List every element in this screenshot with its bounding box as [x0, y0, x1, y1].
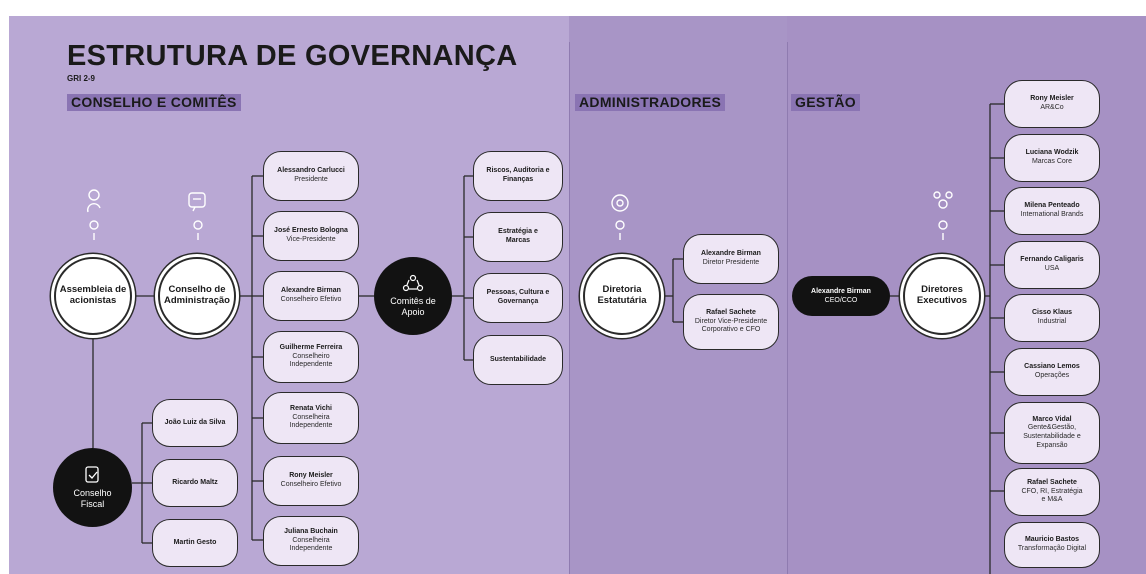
member-name: Rafael Sachete — [706, 308, 756, 316]
committee-name: Pessoas, Cultura e Governança — [486, 289, 550, 305]
member-name: Ricardo Maltz — [172, 478, 218, 486]
statutory-node: Alexandre Birman Diretor Presidente — [683, 234, 779, 284]
group-icon — [933, 191, 953, 240]
member-role: Conselheiro Efetivo — [280, 296, 342, 303]
member-role: Conselheiro Independente — [289, 352, 333, 369]
member-role: Conselheiro Efetivo — [280, 481, 342, 488]
ceo-name: Alexandre Birman — [811, 287, 871, 295]
member-role: Gente&Gestão, Sustentabilidade e Expansã… — [1023, 424, 1081, 449]
member-name: Rafael Sachete — [1027, 478, 1077, 486]
executive-node: Rony Meisler AR&Co — [1004, 80, 1100, 128]
committee-node: Sustentabilidade — [473, 335, 563, 385]
member-name: Guilherme Ferreira — [279, 343, 343, 351]
executive-node: Cassiano Lemos Operações — [1004, 348, 1100, 396]
divider-1 — [569, 42, 570, 574]
section-gestao: GESTÃO — [791, 94, 860, 111]
board-node: Renata Vichi Conselheira Independente — [263, 392, 359, 444]
member-name: Rony Meisler — [1030, 95, 1074, 103]
member-name: Alexandre Birman — [281, 287, 341, 295]
member-role: Conselheira Independente — [289, 413, 333, 430]
page-title: ESTRUTURA DE GOVERNANÇA — [67, 40, 518, 72]
hub-comites: Comitês de Apoio — [374, 257, 452, 335]
member-role: Industrial — [1037, 318, 1067, 325]
statutory-node: Rafael Sachete Diretor Vice-Presidente C… — [683, 294, 779, 350]
committee-name: Sustentabilidade — [489, 355, 546, 363]
executive-node: Rafael Sachete CFO, RI, Estratégia e M&A — [1004, 468, 1100, 516]
member-role: Vice-Presidente — [286, 236, 336, 243]
divider-2 — [787, 42, 788, 574]
member-name: Renata Vichi — [290, 404, 332, 412]
fiscal-node: Martin Gesto — [152, 519, 238, 567]
committee-node: Pessoas, Cultura e Governança — [473, 273, 563, 323]
member-name: Fernando Caligaris — [1020, 256, 1084, 264]
board-node: Alessandro Carlucci Presidente — [263, 151, 359, 201]
ceo-node: Alexandre Birman CEO/CCO — [792, 276, 890, 316]
executive-node: Luciana Wodzik Marcas Core — [1004, 134, 1100, 182]
member-name: Rony Meisler — [289, 472, 333, 480]
ceo-role: CEO/CCO — [824, 297, 858, 304]
member-role: Diretor Vice-Presidente Corporativo e CF… — [694, 317, 768, 334]
gri-code: GRI 2-9 — [67, 74, 96, 83]
member-name: José Ernesto Bologna — [274, 227, 348, 235]
member-name: Cisso Klaus — [1031, 309, 1073, 317]
member-role: USA — [1044, 265, 1060, 272]
fiscal-node: João Luiz da Silva — [152, 399, 238, 447]
member-name: Mauricio Bastos — [1024, 536, 1080, 544]
section-administradores: ADMINISTRADORES — [575, 94, 726, 111]
member-role: Diretor Presidente — [702, 259, 760, 266]
member-role: Marcas Core — [1031, 158, 1073, 165]
committee-node: Estratégia e Marcas — [473, 212, 563, 262]
member-name: Cassiano Lemos — [1024, 363, 1080, 371]
member-name: Martin Gesto — [173, 538, 217, 546]
member-role: Conselheira Independente — [289, 536, 333, 553]
executive-node: Milena Penteado International Brands — [1004, 187, 1100, 235]
member-name: Alessandro Carlucci — [277, 167, 345, 175]
hub-conselho-fiscal-label: Conselho Fiscal — [73, 488, 112, 509]
member-name: Marco Vidal — [1032, 415, 1072, 423]
board-node: Rony Meisler Conselheiro Efetivo — [263, 456, 359, 506]
member-name: Juliana Buchain — [284, 527, 338, 535]
people-icon — [86, 189, 101, 240]
hub-diretores: Diretores Executivos — [903, 257, 981, 335]
hub-assembleia: Assembleia de acionistas — [54, 257, 132, 335]
hub-diretoria: Diretoria Estatutária — [583, 257, 661, 335]
executive-node: Mauricio Bastos Transformação Digital — [1004, 522, 1100, 568]
chat-icon — [188, 192, 206, 240]
member-name: Alexandre Birman — [701, 250, 761, 258]
member-role: AR&Co — [1040, 104, 1064, 111]
member-name: Milena Penteado — [1024, 202, 1080, 210]
magnifier-icon — [611, 194, 629, 240]
member-name: João Luiz da Silva — [164, 418, 226, 426]
document-check-icon — [84, 466, 99, 483]
executive-node: Marco Vidal Gente&Gestão, Sustentabilida… — [1004, 402, 1100, 464]
board-node: Guilherme Ferreira Conselheiro Independe… — [263, 331, 359, 383]
committee-name: Estratégia e Marcas — [498, 228, 538, 244]
committee-node: Riscos, Auditoria e Finanças — [473, 151, 563, 201]
hub-comites-label: Comitês de Apoio — [390, 296, 436, 317]
board-node: José Ernesto Bologna Vice-Presidente — [263, 211, 359, 261]
executive-node: Fernando Caligaris USA — [1004, 241, 1100, 289]
people-circle-icon — [402, 275, 424, 292]
section-conselho: CONSELHO E COMITÊS — [67, 94, 241, 111]
member-role: Presidente — [294, 176, 328, 183]
member-role: International Brands — [1020, 211, 1084, 218]
hub-conselho-fiscal: Conselho Fiscal — [53, 448, 132, 527]
board-node: Alexandre Birman Conselheiro Efetivo — [263, 271, 359, 321]
member-name: Luciana Wodzik — [1025, 149, 1079, 157]
fiscal-node: Ricardo Maltz — [152, 459, 238, 507]
hub-conselho-administracao: Conselho de Administração — [158, 257, 236, 335]
member-role: Transformação Digital — [1017, 545, 1087, 552]
executive-node: Cisso Klaus Industrial — [1004, 294, 1100, 342]
member-role: CFO, RI, Estratégia e M&A — [1021, 487, 1083, 504]
board-node: Juliana Buchain Conselheira Independente — [263, 516, 359, 566]
member-role: Operações — [1034, 372, 1070, 379]
committee-name: Riscos, Auditoria e Finanças — [486, 167, 550, 183]
